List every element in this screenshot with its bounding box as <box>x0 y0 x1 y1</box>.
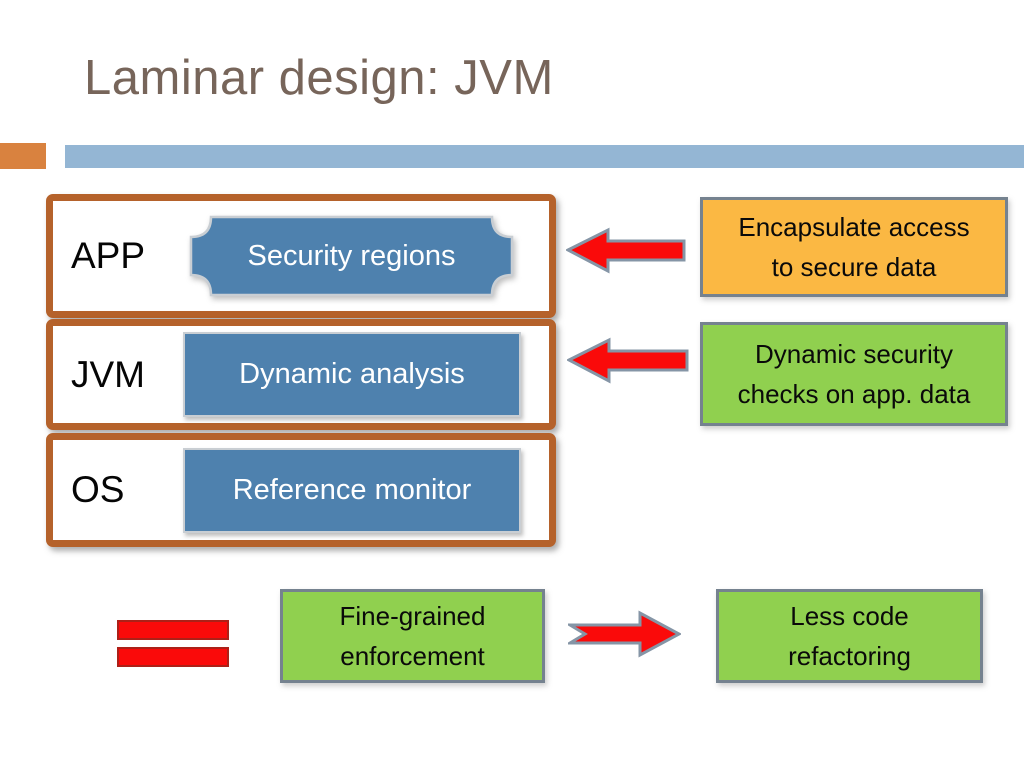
left-arrow-icon-jvm <box>565 337 689 389</box>
callout-dynamic-security-checks: Dynamic security checks on app. data <box>700 322 1008 426</box>
component-security-regions-label: Security regions <box>247 239 456 272</box>
layer-box-jvm: JVM Dynamic analysis <box>46 319 556 430</box>
equals-icon-bar-top <box>117 620 229 640</box>
callout-line: refactoring <box>788 641 911 671</box>
right-arrow-icon <box>564 610 683 663</box>
accent-square <box>0 143 46 169</box>
callout-fine-grained-enforcement: Fine-grained enforcement <box>280 589 545 683</box>
header-divider-bar <box>65 145 1024 168</box>
slide-title: Laminar design: JVM <box>84 51 554 105</box>
callout-less-code-refactoring: Less code refactoring <box>716 589 983 683</box>
left-arrow-icon-app <box>564 227 686 279</box>
layer-box-app: APP Security regions <box>46 194 556 318</box>
layer-label-os: OS <box>71 469 125 510</box>
layer-label-app: APP <box>71 235 146 276</box>
layer-label-jvm: JVM <box>71 353 145 395</box>
callout-encapsulate-access: Encapsulate access to secure data <box>700 197 1008 297</box>
component-security-regions: Security regions <box>189 215 514 297</box>
plaque-shape <box>189 215 514 297</box>
callout-line: Less code <box>790 601 909 631</box>
callout-line: Dynamic security <box>755 339 953 369</box>
callout-line: Encapsulate access <box>738 212 970 242</box>
component-dynamic-analysis: Dynamic analysis <box>183 332 521 417</box>
callout-line: enforcement <box>340 641 485 671</box>
equals-icon-bar-bottom <box>117 647 229 667</box>
component-reference-monitor: Reference monitor <box>183 447 521 533</box>
layer-box-os: OS Reference monitor <box>46 433 556 547</box>
callout-line: to secure data <box>771 252 937 282</box>
callout-line: Fine-grained <box>339 601 486 631</box>
callout-line: checks on app. data <box>737 379 971 409</box>
